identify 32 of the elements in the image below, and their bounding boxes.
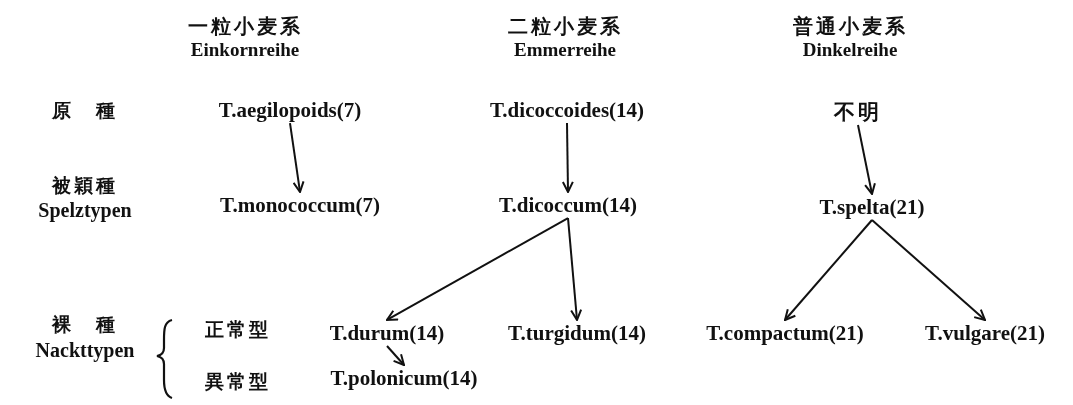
row-label: Spelztypen [38, 199, 132, 221]
row-label: 原 種 [52, 101, 118, 121]
taxon-label: T.dicoccoides(14) [489, 99, 645, 121]
arrow [386, 345, 405, 366]
row-label: 被穎種 [52, 176, 118, 196]
type-label: 正常型 [205, 320, 271, 340]
column-heading: Emmerreihe [514, 40, 616, 60]
taxon-label: T.monococcum(7) [220, 194, 380, 216]
column-heading: Einkornreihe [190, 40, 300, 60]
taxon-label: 不明 [834, 101, 882, 123]
arrow [784, 219, 873, 321]
taxon-label: T.aegilopoids(7) [218, 99, 362, 121]
arrow [871, 219, 986, 321]
row-label: Nackttypen [35, 339, 135, 361]
column-heading: 普通小麦系 [792, 15, 908, 37]
arrow [386, 217, 569, 321]
arrow [289, 122, 305, 193]
arrow [561, 122, 574, 193]
taxon-label: T.durum(14) [329, 322, 445, 344]
column-heading: 二粒小麦系 [507, 15, 623, 37]
taxon-label: T.spelta(21) [819, 196, 925, 218]
type-label: 異常型 [205, 372, 271, 392]
taxon-label: T.compactum(21) [706, 322, 864, 344]
row-label: 裸 種 [52, 315, 118, 335]
taxon-label: T.dicoccum(14) [499, 194, 637, 216]
taxon-label: T.turgidum(14) [508, 322, 646, 344]
column-heading: 一粒小麦系 [187, 15, 303, 37]
column-heading: Dinkelreihe [802, 40, 898, 60]
taxon-label: T.polonicum(14) [330, 367, 478, 389]
arrow [567, 217, 583, 321]
arrow [857, 124, 876, 195]
taxon-label: T.vulgare(21) [925, 322, 1045, 344]
